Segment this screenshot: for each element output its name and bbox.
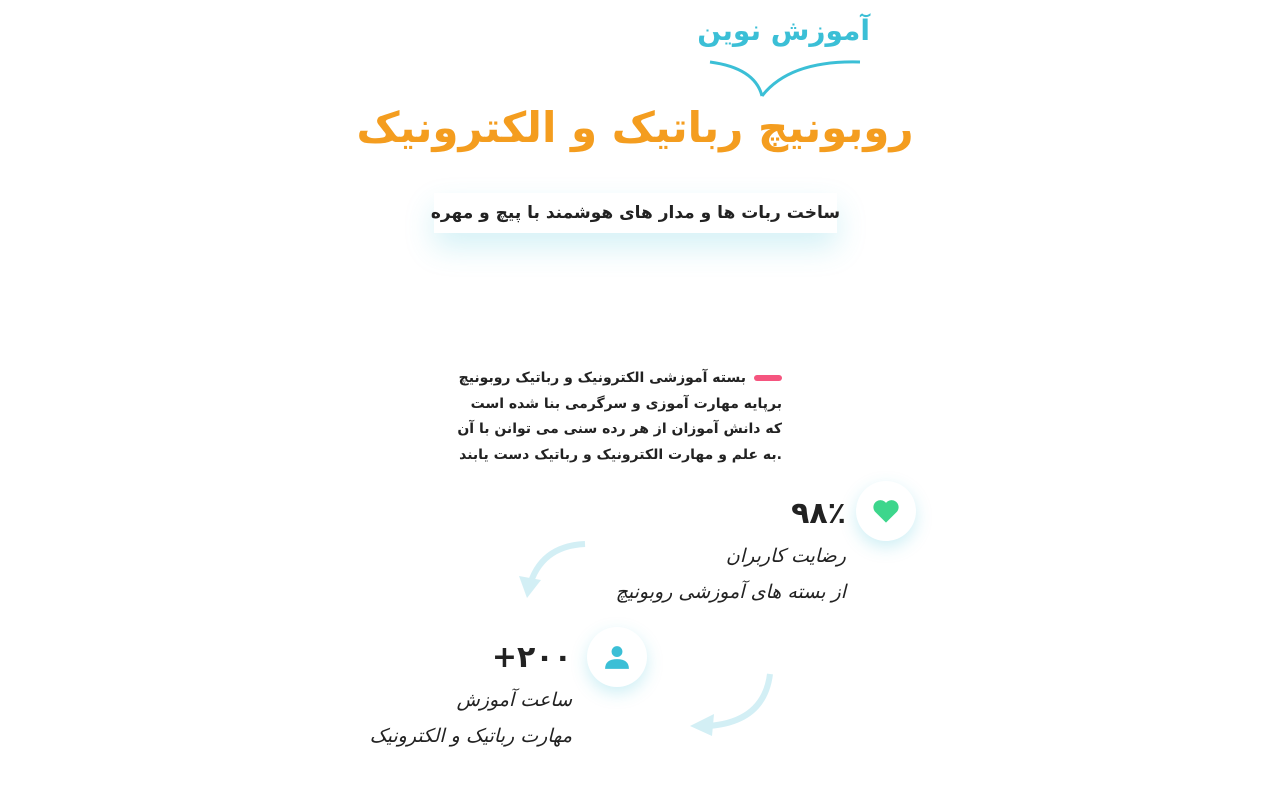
- stat-value: +۲۰۰: [491, 640, 572, 675]
- curved-arrow-icon: [690, 673, 773, 736]
- heart-badge: [856, 481, 916, 541]
- brand-subtitle: آموزش نوین: [697, 14, 870, 47]
- curved-arrow-icon: [519, 541, 586, 598]
- intro-line: بسته آموزشی الکترونیک و رباتیک روبونیچ: [458, 370, 746, 386]
- tagline: ساخت ربات ها و مدار های هوشمند با پیچ و …: [431, 193, 840, 233]
- stat-line: رضایت کاربران: [725, 545, 846, 567]
- intro-line: .به علم و مهارت الکترونیک و رباتیک دست ی…: [459, 446, 782, 463]
- accent-bar: [754, 375, 782, 381]
- brand-curve-decoration: [709, 60, 861, 97]
- stat-line: از بسته های آموزشی روبونیچ: [615, 581, 846, 603]
- heart-icon: [873, 500, 899, 523]
- intro-paragraph: بسته آموزشی الکترونیک و رباتیک روبونیچ ب…: [442, 366, 782, 468]
- brand-title: روبونیچ رباتیک و الکترونیک: [356, 103, 914, 152]
- stat-value: ۹۸٪: [791, 496, 846, 531]
- stat-description: رضایت کاربران از بسته های آموزشی روبونیچ: [546, 538, 846, 610]
- stat-line: ساعت آموزش: [456, 689, 572, 711]
- stat-line: مهارت رباتیک و الکترونیک: [369, 725, 572, 747]
- intro-line: برپایه مهارت آموزی و سرگرمی بنا شده است: [470, 395, 782, 412]
- user-badge: [587, 627, 647, 687]
- user-icon: [605, 646, 629, 669]
- intro-line: که دانش آموزان از هر رده سنی می توانن با…: [457, 421, 782, 437]
- stat-description: ساعت آموزش مهارت رباتیک و الکترونیک: [272, 682, 572, 754]
